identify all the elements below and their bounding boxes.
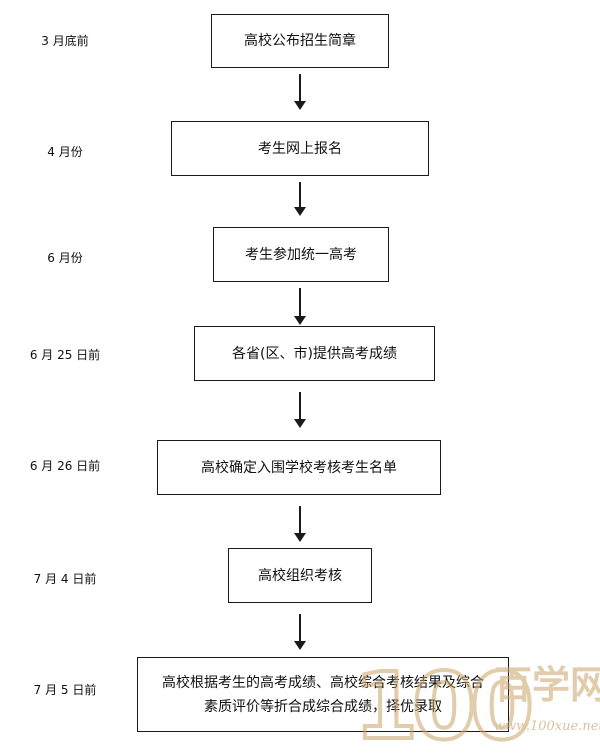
date-label-5: 6 月 26 日前 — [29, 459, 101, 473]
step-box-4: 各省(区、市)提供高考成绩 — [194, 326, 435, 381]
arrow-6 — [293, 614, 307, 650]
step-box-1: 高校公布招生简章 — [211, 14, 389, 68]
arrow-3 — [293, 288, 307, 325]
arrow-1 — [293, 74, 307, 110]
arrow-5 — [293, 506, 307, 542]
date-label-4: 6 月 25 日前 — [29, 348, 101, 362]
step-box-7-line-2: 素质评价等折合成综合成绩，择优录取 — [204, 698, 442, 715]
step-box-5: 高校确定入围学校考核考生名单 — [157, 440, 441, 495]
arrow-4 — [293, 392, 307, 428]
watermark-url: www.100xue.net — [494, 719, 600, 734]
arrow-2 — [293, 182, 307, 216]
watermark-logo-text: 百学网 — [494, 663, 600, 707]
date-label-2: 4 月份 — [47, 145, 83, 159]
step-box-7: 高校根据考生的高考成绩、高校综合考核结果及综合 素质评价等折合成综合成绩，择优录… — [137, 657, 509, 732]
step-box-2: 考生网上报名 — [171, 121, 429, 176]
step-box-6: 高校组织考核 — [228, 548, 372, 603]
date-label-1: 3 月底前 — [41, 34, 89, 48]
step-box-7-line-1: 高校根据考生的高考成绩、高校综合考核结果及综合 — [162, 674, 484, 691]
date-label-6: 7 月 4 日前 — [33, 572, 97, 586]
date-label-7: 7 月 5 日前 — [33, 683, 97, 697]
date-label-3: 6 月份 — [47, 251, 83, 265]
step-box-3: 考生参加统一高考 — [213, 227, 389, 282]
